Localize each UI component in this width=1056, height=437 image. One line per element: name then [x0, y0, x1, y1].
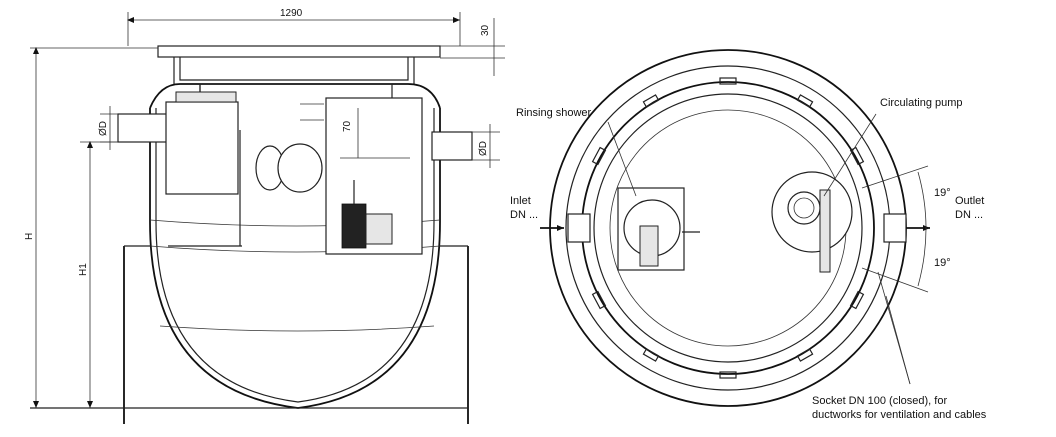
- nozzle-back: [277, 143, 323, 193]
- cover-collar-outer: [173, 57, 415, 84]
- inlet-diameter-label: ØD: [98, 121, 109, 136]
- side-view: 1290 30 H H1 ØD: [24, 8, 505, 424]
- slot-bottom-left: [642, 348, 660, 362]
- top-view: Inlet DN ... Outlet DN ... 19° 19° Rinsi…: [510, 49, 987, 421]
- slot-lower-left: [591, 290, 607, 310]
- angle-line-lower: [861, 267, 929, 293]
- slot-upper-right: [849, 146, 865, 166]
- tank-inner-wall: [155, 108, 435, 403]
- inlet-pipe: [117, 113, 171, 143]
- socket-leader-2: [885, 295, 911, 385]
- top-dimension-label: 30: [480, 24, 491, 36]
- rinsing-shower-stem: [639, 225, 659, 267]
- width-dimension-label: 1290: [280, 8, 303, 19]
- socket-label-line1: Socket DN 100 (closed), for: [812, 395, 947, 407]
- opening-inner: [593, 93, 863, 363]
- slot-bottom-right: [796, 348, 814, 362]
- inlet-label-line2: DN ...: [510, 209, 538, 221]
- h-dimension-label: H: [24, 233, 35, 240]
- inlet-label-line1: Inlet: [510, 195, 531, 207]
- socket-label-line2: ductworks for ventilation and cables: [812, 409, 987, 421]
- rim-slots: [591, 77, 865, 379]
- rinsing-shower-leader: [607, 121, 637, 197]
- slot-upper-left: [591, 146, 607, 166]
- circulating-pump: [787, 191, 821, 225]
- pipe-connection: [199, 83, 393, 100]
- h1-dimension-label: H1: [78, 263, 89, 276]
- outlet-diameter-label: ØD: [478, 141, 489, 156]
- outer-rim: [549, 49, 907, 407]
- pump-riser-pipe: [819, 189, 831, 273]
- slot-top: [719, 77, 737, 85]
- outlet-pipe: [431, 131, 473, 161]
- angle-line-upper: [861, 165, 929, 189]
- circulating-pump-leader: [823, 113, 877, 197]
- cover-collar: [179, 57, 409, 81]
- pump-housing: [365, 213, 393, 245]
- circulating-pump-label: Circulating pump: [880, 97, 963, 109]
- offset-dimension-label: 70: [342, 120, 353, 132]
- manhole-cover: [157, 45, 441, 58]
- slot-top-left: [642, 94, 660, 108]
- outlet-socket: [883, 213, 907, 243]
- slot-top-right: [796, 94, 814, 108]
- tank-rib-3: [159, 325, 435, 332]
- slot-lower-right: [849, 290, 865, 310]
- pump-rotor: [793, 197, 815, 219]
- angle-arc: [917, 171, 927, 287]
- rinsing-unit-top: [175, 91, 237, 103]
- outlet-label-line1: Outlet: [955, 195, 984, 207]
- outlet-label-line2: DN ...: [955, 209, 983, 221]
- rinsing-shower-label: Rinsing shower: [516, 107, 592, 119]
- slot-bottom: [719, 371, 737, 379]
- rinsing-unit-box: [165, 101, 239, 195]
- angle-upper-label: 19°: [934, 187, 951, 199]
- angle-lower-label: 19°: [934, 257, 951, 269]
- pump-motor: [341, 203, 367, 249]
- inlet-socket: [567, 213, 591, 243]
